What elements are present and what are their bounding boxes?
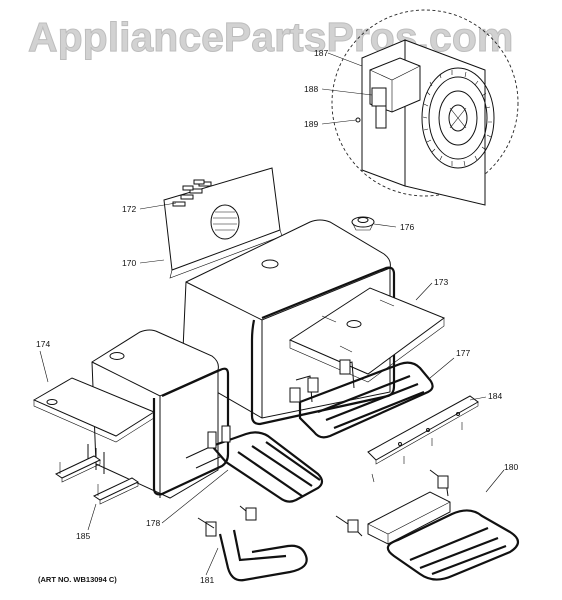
callout-178: 178: [146, 518, 160, 528]
callout-181: 181: [200, 575, 214, 585]
callout-189: 189: [304, 119, 318, 129]
sensor-176: [351, 216, 375, 231]
back-panel-170: [163, 167, 283, 279]
convection-fan-detail: [331, 9, 519, 206]
callout-184: 184: [488, 391, 502, 401]
shelf-174: [32, 377, 156, 474]
broil-element-177: [289, 359, 434, 439]
art-number: (ART NO. WB13094 C): [38, 575, 117, 584]
callout-180: 180: [504, 462, 518, 472]
callout-187: 187: [314, 48, 328, 58]
callout-185: 185: [76, 531, 90, 541]
callout-172: 172: [122, 204, 136, 214]
bracket-184: [367, 395, 479, 483]
leader-lines: [39, 52, 505, 576]
callout-174: 174: [36, 339, 50, 349]
callout-173: 173: [434, 277, 448, 287]
bake-element-178: [185, 425, 324, 503]
callout-176: 176: [400, 222, 414, 232]
element-180: [335, 469, 520, 581]
callout-170: 170: [122, 258, 136, 268]
element-181: [197, 505, 308, 582]
callout-188: 188: [304, 84, 318, 94]
brackets-185: [54, 455, 140, 505]
callout-177: 177: [456, 348, 470, 358]
